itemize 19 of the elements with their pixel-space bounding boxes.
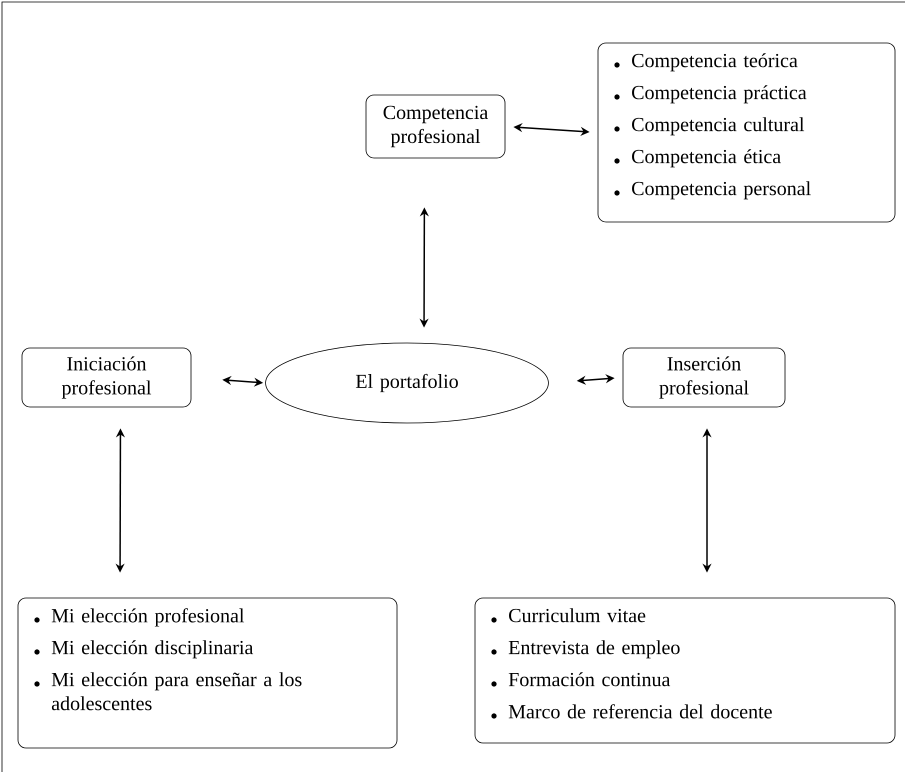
list-item: Competencia personal xyxy=(614,181,811,200)
list-item: Mi elección profesional xyxy=(34,608,244,627)
list-item: Competencia cultural xyxy=(614,117,804,136)
rounded-box: Inserción profesional xyxy=(622,348,786,408)
list-item: Marco de referencia del docente xyxy=(491,704,772,719)
list-item: Competencia ética xyxy=(614,149,781,168)
list-box xyxy=(474,598,896,744)
list-item: Competencia teórica xyxy=(614,53,798,72)
list-item: Competencia práctica xyxy=(614,85,806,104)
list-item: Mi elección disciplinaria xyxy=(34,640,254,658)
list-box xyxy=(18,598,398,748)
list-item: Entrevista de empleo xyxy=(491,640,680,658)
rounded-box: Iniciación profesional xyxy=(22,348,192,408)
list-item: Mi elección para enseñar a los adolescentes xyxy=(34,672,302,710)
ellipse-node: El portafolio xyxy=(265,342,549,424)
list-box xyxy=(598,42,896,222)
rounded-box: Competencia profesional xyxy=(366,94,506,158)
list-item: Curriculum vitae xyxy=(491,608,646,623)
list-item: Formación continua xyxy=(491,672,670,687)
